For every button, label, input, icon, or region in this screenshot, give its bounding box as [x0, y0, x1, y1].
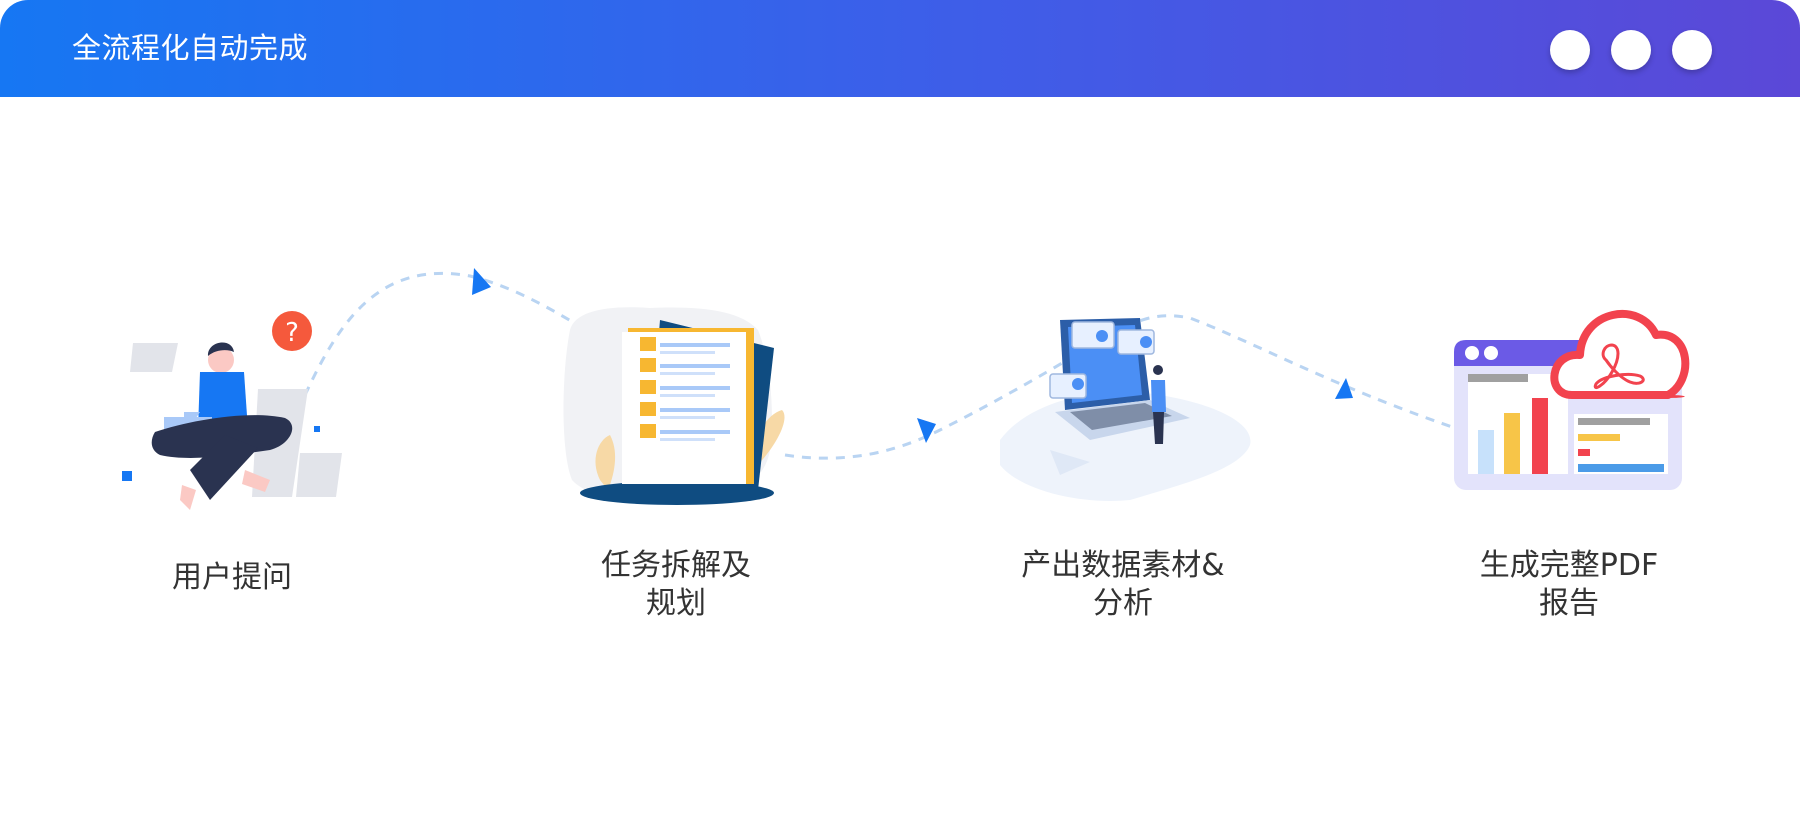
svg-text:?: ?: [285, 318, 299, 348]
flow-arrow-2-icon: [917, 418, 936, 443]
laptop-analysis-icon: [1000, 318, 1251, 501]
checklist-icon: [563, 307, 785, 505]
step-label-user-question: 用户提问: [172, 560, 292, 595]
window-title: 全流程化自动完成: [72, 31, 309, 65]
title-bar: 全流程化自动完成: [0, 0, 1800, 97]
window-control-dot-3[interactable]: [1672, 30, 1712, 70]
window-controls: [1550, 30, 1712, 70]
step-label-task-planning: 任务拆解及 规划: [601, 548, 751, 621]
step-label-data-analysis: 产出数据素材& 分析: [1021, 548, 1225, 621]
flow-connector-path: [303, 271, 1456, 460]
flow-arrow-3-icon: [1335, 378, 1353, 399]
step-label-pdf-report: 生成完整PDF 报告: [1479, 548, 1659, 621]
flow-arrow-1-icon: [472, 268, 491, 295]
window-control-dot-2[interactable]: [1611, 30, 1651, 70]
window-control-dot-1[interactable]: [1550, 30, 1590, 70]
pdf-report-icon: [1454, 309, 1690, 490]
user-question-icon: ?: [122, 311, 342, 510]
